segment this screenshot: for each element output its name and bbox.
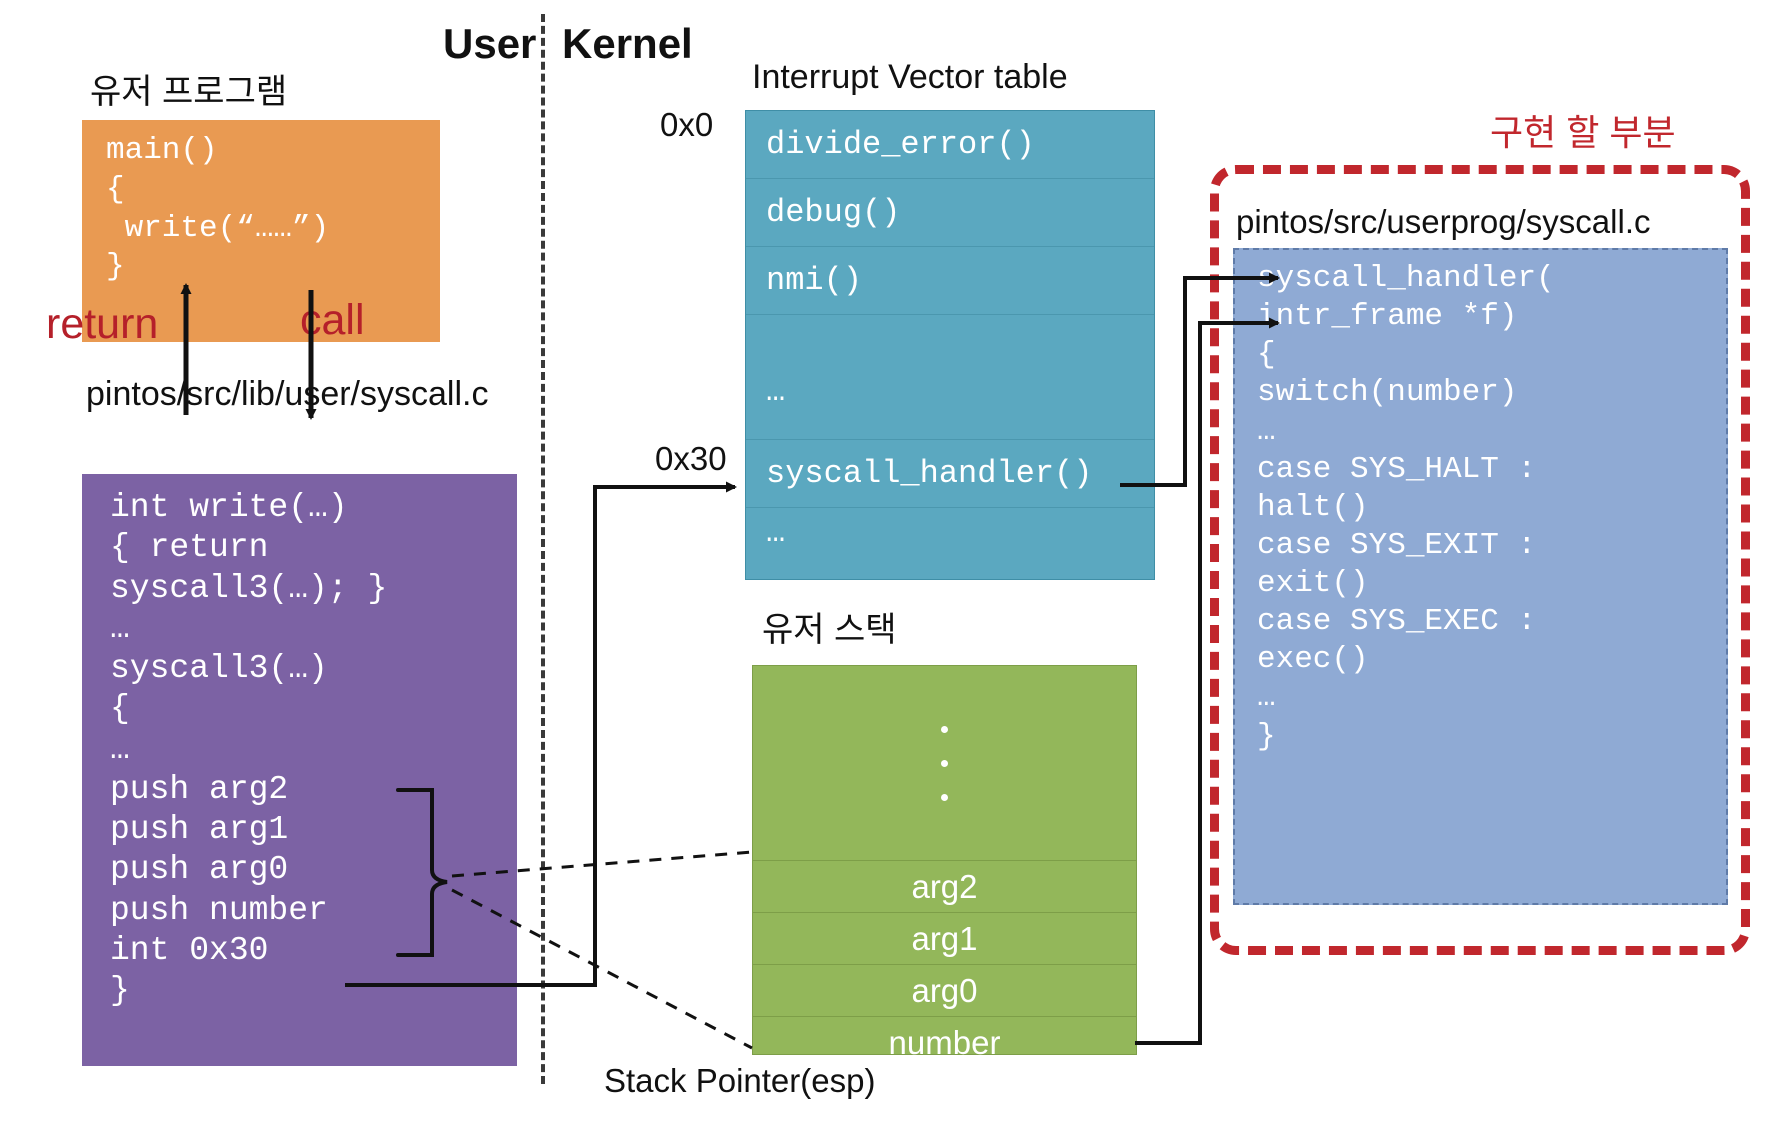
ivt-row: debug() [746, 179, 1154, 247]
code-line: exit() [1257, 566, 1369, 601]
code-line: intr_frame *f) [1257, 299, 1518, 335]
user-stack-caption: 유저 스택 [762, 611, 897, 649]
kernel-side-label: Kernel [562, 20, 693, 67]
code-line: int write(…) [110, 489, 348, 526]
lib-syscall-box: int write(…) { return syscall3(…); } … s… [82, 474, 517, 1066]
code-line: syscall3(…) [110, 650, 328, 687]
code-line: write(“……”) [106, 210, 330, 246]
code-line: syscall3(…); } [110, 569, 388, 607]
user-stack-box: arg2 arg1 arg0 number [752, 665, 1137, 1061]
code-line: case SYS_EXEC : [1257, 604, 1537, 640]
code-line: push arg1 [110, 811, 289, 848]
code-line: … [1257, 680, 1276, 716]
code-line: … [110, 730, 130, 768]
ivt-title-caption: Interrupt Vector table [752, 58, 1068, 96]
stack-pointer-caption: Stack Pointer(esp) [604, 1062, 876, 1099]
code-line: { [106, 171, 125, 207]
code-line: push number [110, 891, 328, 929]
kernel-syscall-path-caption: pintos/src/userprog/syscall.c [1236, 203, 1651, 240]
code-line: { [110, 690, 130, 728]
interrupt-vector-table: divide_error() debug() nmi() … syscall_h… [745, 110, 1155, 580]
code-line: { [1257, 337, 1276, 373]
code-line: int 0x30 [110, 931, 269, 969]
code-line: … [1257, 413, 1276, 449]
code-line: } [106, 249, 125, 285]
user-side-label: User [443, 20, 537, 67]
stack-dot-icon [941, 725, 948, 733]
code-line: main() [106, 133, 218, 168]
ivt-row-syscall-handler: syscall_handler() [746, 440, 1154, 508]
ivt-row-tail: … [766, 514, 786, 551]
ivt-row: divide_error() [746, 111, 1154, 179]
code-line: push arg2 [110, 770, 289, 808]
address-0x30-label: 0x30 [655, 440, 727, 477]
stack-row: arg1 [753, 913, 1136, 965]
code-line: } [1257, 718, 1276, 754]
user-program-caption: 유저 프로그램 [90, 73, 288, 111]
stack-row: number [888, 1024, 1001, 1061]
stack-row-ellipsis [753, 666, 1136, 861]
code-line: switch(number) [1257, 375, 1518, 411]
address-0x0-label: 0x0 [660, 106, 714, 143]
stack-row: arg0 [753, 965, 1136, 1017]
return-arrow-label: return [46, 300, 159, 348]
user-kernel-divider [541, 14, 545, 1084]
implement-region-label: 구현 할 부분 [1490, 112, 1676, 153]
ivt-row-gap: … [746, 315, 1154, 440]
code-line: exec() [1257, 642, 1369, 678]
user-program-box: main() { write(“……”) } [82, 120, 440, 342]
code-line: case SYS_EXIT : [1257, 527, 1537, 563]
ivt-row: nmi() [746, 247, 1154, 315]
code-line: halt() [1257, 489, 1369, 525]
stack-dot-icon [941, 793, 948, 801]
code-line: syscall_handler( [1257, 261, 1555, 296]
stack-row: arg2 [753, 861, 1136, 913]
kernel-syscall-box: syscall_handler( intr_frame *f) { switch… [1233, 248, 1728, 905]
code-line: push arg0 [110, 851, 289, 889]
lib-syscall-path-caption: pintos/src/lib/user/syscall.c [86, 375, 489, 413]
code-line: … [110, 609, 130, 647]
code-line: case SYS_HALT : [1257, 451, 1537, 487]
code-line: { return [110, 529, 269, 567]
code-line: } [110, 972, 130, 1009]
stack-dot-icon [941, 759, 948, 767]
call-arrow-label: call [300, 296, 365, 344]
